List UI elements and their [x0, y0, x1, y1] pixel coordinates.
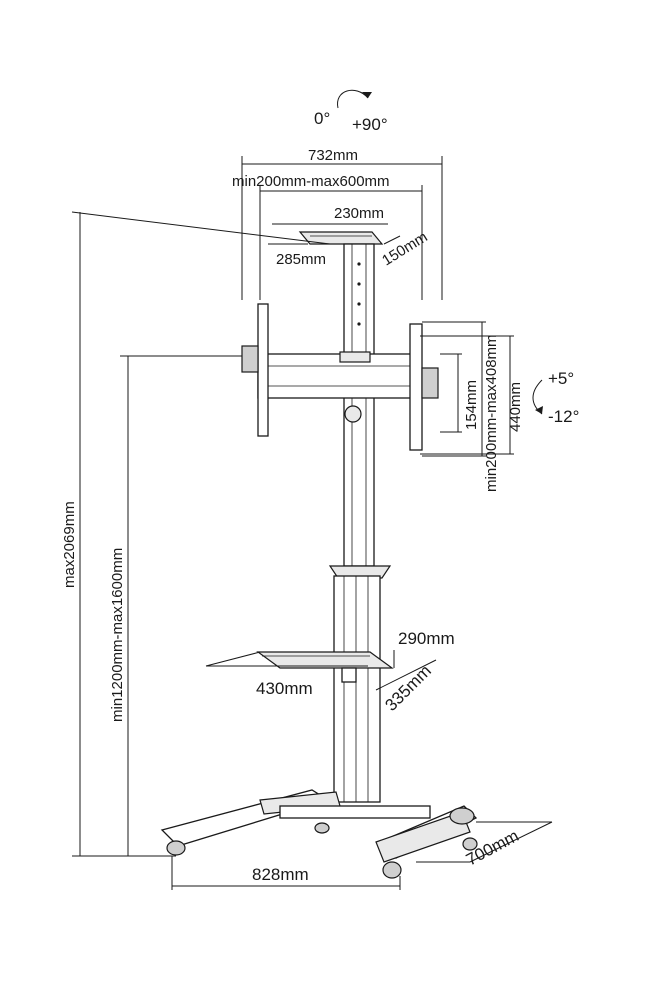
- shelf-length-label: 430mm: [256, 679, 313, 698]
- arm-height-label: 154mm: [463, 380, 480, 430]
- vesa-vertical-label: min200mm-max408mm: [483, 334, 500, 492]
- height-range-label: min1200mm-max1600mm: [109, 548, 126, 722]
- base-width-label: 828mm: [252, 865, 309, 884]
- bracket-dimension-lines: [420, 321, 514, 457]
- shelf-depth-label: 335mm: [381, 661, 435, 715]
- rotation-end-label: +90°: [352, 115, 388, 134]
- rotation-start-label: 0°: [314, 109, 330, 128]
- plate-depth-label: 150mm: [379, 228, 430, 269]
- width-overall-label: 732mm: [308, 147, 358, 164]
- top-plate: [268, 223, 401, 245]
- upper-column: [343, 243, 375, 567]
- base-dimension-lines: [171, 821, 553, 890]
- vesa-horizontal-label: min200mm-max600mm: [232, 173, 390, 190]
- lower-column: [328, 565, 392, 803]
- tilt-up-label: +5°: [548, 369, 574, 388]
- bracket-height-label: 440mm: [507, 382, 524, 432]
- plate-width-label: 230mm: [334, 205, 384, 222]
- rotation-arrow-icon: [337, 89, 372, 109]
- plate-length-label: 285mm: [276, 251, 326, 268]
- tilt-arrow-icon: [532, 379, 543, 415]
- shelf: [205, 650, 437, 691]
- mounting-bracket: [241, 303, 439, 451]
- tilt-down-label: -12°: [548, 407, 579, 426]
- shelf-width-label: 290mm: [398, 629, 455, 648]
- base-depth-label: 700mm: [463, 826, 522, 869]
- height-dimension-lines: [71, 211, 331, 857]
- base: [160, 789, 478, 879]
- max-height-label: max2069mm: [61, 501, 78, 588]
- width-dimension-lines: [241, 156, 443, 300]
